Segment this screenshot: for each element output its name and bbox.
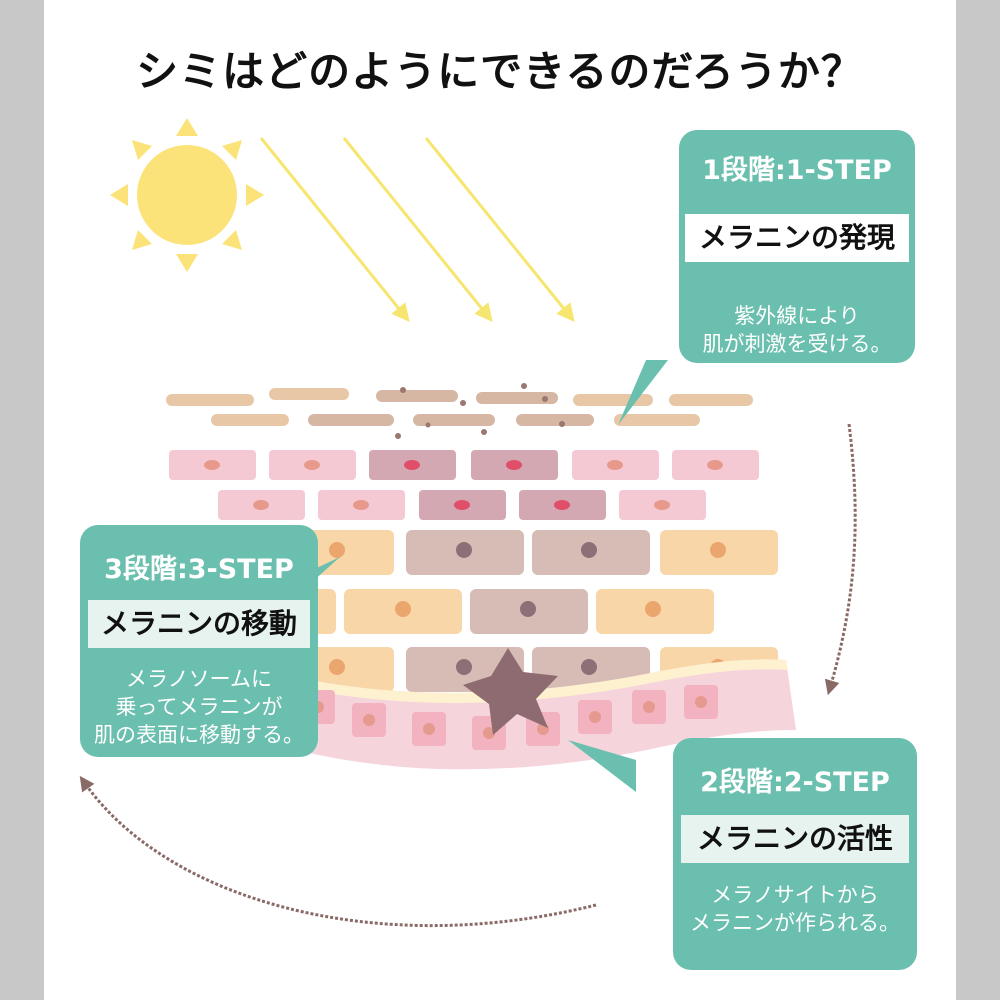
step-3-desc-line: 乗ってメラニンが bbox=[115, 695, 283, 719]
uv-rays bbox=[259, 137, 575, 323]
uv-ray-arrow bbox=[259, 137, 410, 323]
step-3-desc-line: 肌の表面に移動する。 bbox=[94, 723, 304, 747]
step-3-description: メラノソームに 乗ってメラニンが 肌の表面に移動する。 bbox=[80, 665, 318, 749]
step-2-title: 2段階:2-STEP bbox=[700, 767, 890, 798]
melanocyte-icon bbox=[463, 648, 558, 735]
step-2-card: 2段階:2-STEP メラニンの活性 メラノサイトから メラニンが作られる。 bbox=[673, 738, 917, 970]
cycle-arrow-bottom bbox=[79, 775, 597, 928]
step-1-desc-line: 紫外線により bbox=[734, 304, 860, 328]
step-2-label: メラニンの活性 bbox=[681, 815, 909, 863]
step-1-card: 1段階:1-STEP メラニンの発現 紫外線により 肌が刺激を受ける。 bbox=[679, 130, 915, 363]
step-1-label: メラニンの発現 bbox=[685, 214, 909, 262]
granular-cell-layer bbox=[169, 450, 759, 520]
step-2-desc-line: メラニンが作られる。 bbox=[690, 911, 900, 935]
sun-icon bbox=[110, 118, 264, 272]
page-title: シミはどのようにできるのだろうか？ bbox=[136, 47, 864, 96]
cycle-arrow-right bbox=[824, 423, 857, 696]
skin-surface-layer bbox=[166, 383, 753, 439]
step-1-desc-line: 肌が刺激を受ける。 bbox=[702, 332, 892, 356]
step-2-desc-line: メラノサイトから bbox=[711, 883, 879, 907]
uv-ray-arrow bbox=[342, 137, 493, 323]
step-1-description: 紫外線により 肌が刺激を受ける。 bbox=[679, 302, 915, 358]
step-3-label: メラニンの移動 bbox=[88, 600, 310, 648]
step-2-description: メラノサイトから メラニンが作られる。 bbox=[673, 881, 917, 937]
step-1-title: 1段階:1-STEP bbox=[702, 155, 892, 186]
step-3-card: 3段階:3-STEP メラニンの移動 メラノソームに 乗ってメラニンが 肌の表面… bbox=[80, 525, 318, 757]
uv-ray-arrow bbox=[424, 137, 575, 323]
step-3-title: 3段階:3-STEP bbox=[104, 554, 294, 585]
step-3-desc-line: メラノソームに bbox=[126, 667, 272, 691]
cycle-arrows bbox=[79, 423, 857, 928]
